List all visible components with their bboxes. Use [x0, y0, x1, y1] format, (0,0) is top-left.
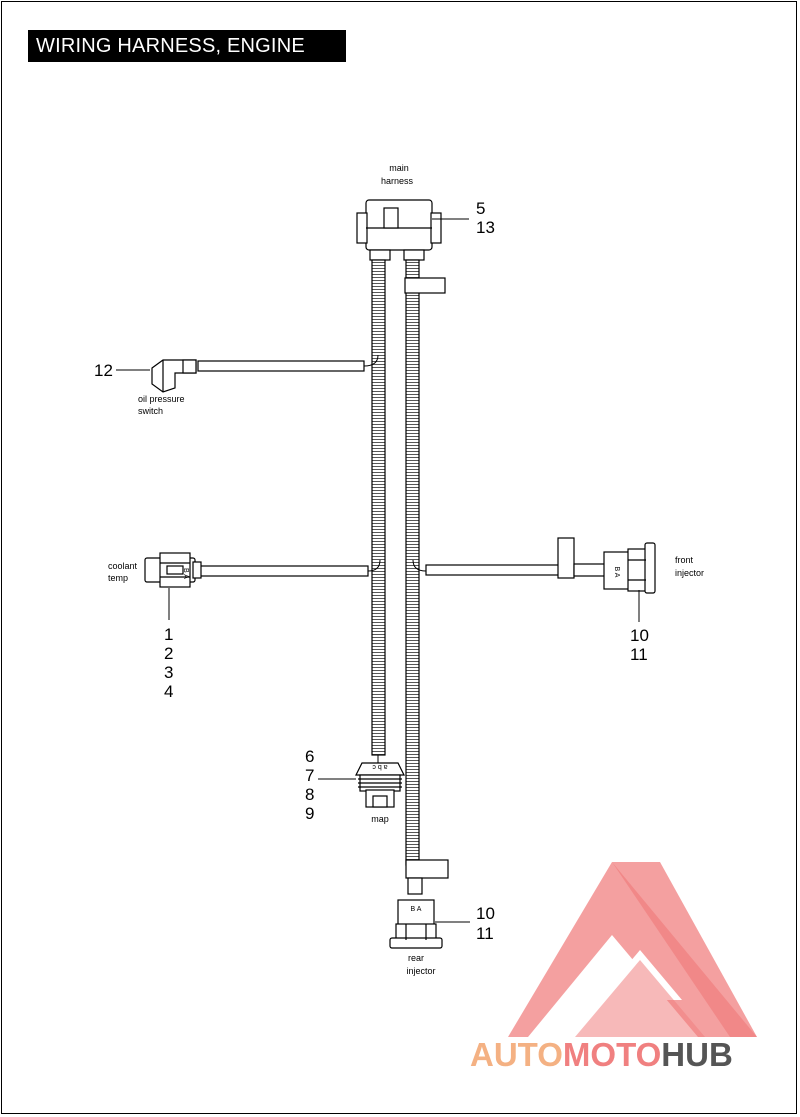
callout-rear-10: 10: [476, 904, 495, 923]
main-harness-connector: [356, 199, 442, 261]
right-conduit: [405, 259, 420, 866]
front-injector-connector: [603, 542, 656, 594]
callout-2: 2: [164, 644, 173, 663]
callout-8: 8: [305, 785, 314, 804]
map-pins: a b c: [372, 763, 388, 770]
callout-front-11: 11: [630, 645, 648, 664]
watermark-part-auto: AUTO: [470, 1036, 563, 1073]
page-title: WIRING HARNESS, ENGINE: [28, 30, 346, 62]
callout-1: 1: [164, 625, 173, 644]
rear-wire-clip: [405, 859, 449, 879]
coolant-temp-sensor: [144, 552, 202, 588]
callout-3: 3: [164, 663, 173, 682]
callout-6: 6: [305, 747, 314, 766]
main-harness-label-1: main: [389, 163, 409, 173]
callout-7: 7: [305, 766, 314, 785]
coolant-label-2: temp: [108, 573, 128, 583]
rear-label-2: injector: [406, 966, 435, 976]
rear-label-1: rear: [408, 953, 424, 963]
callout-rear-11: 11: [476, 924, 494, 943]
front-wire-clip: [557, 537, 575, 579]
coolant-wire-bend: [367, 559, 381, 572]
rear-injector-connector: [389, 899, 443, 949]
front-pins: B A: [613, 567, 620, 578]
callout-5: 5: [476, 199, 485, 218]
coolant-label-1: coolant: [108, 561, 138, 571]
coolant-pins: B A: [182, 568, 189, 579]
callout-9: 9: [305, 804, 314, 823]
oil-label-1: oil pressure: [138, 394, 185, 404]
coolant-wire: [199, 565, 369, 577]
watermark-part-hub: HUB: [661, 1036, 733, 1073]
main-harness-label-2: harness: [381, 176, 414, 186]
watermark-logo: [508, 862, 757, 1037]
callout-front-10: 10: [630, 626, 649, 645]
map-sensor: [355, 762, 405, 808]
conduit-clip-top: [404, 277, 446, 294]
oil-switch-wire: [197, 360, 365, 372]
watermark-part-moto: MOTO: [563, 1036, 661, 1073]
callout-12: 12: [94, 361, 113, 380]
oil-wire-bend: [363, 354, 379, 367]
oil-pressure-switch: [151, 359, 197, 393]
map-label: map: [371, 814, 389, 824]
front-wire-bend: [412, 559, 427, 572]
callout-4: 4: [164, 682, 173, 701]
front-wire-end: [573, 563, 607, 577]
watermark-text: AUTOMOTOHUB: [470, 1036, 733, 1073]
rear-pins: B A: [411, 906, 422, 913]
left-conduit: [371, 259, 386, 756]
front-injector-wire: [425, 564, 561, 576]
front-label-2: injector: [675, 568, 704, 578]
callout-13: 13: [476, 218, 495, 237]
oil-label-2: switch: [138, 406, 163, 416]
rear-wire-end: [407, 877, 423, 895]
front-label-1: front: [675, 555, 694, 565]
